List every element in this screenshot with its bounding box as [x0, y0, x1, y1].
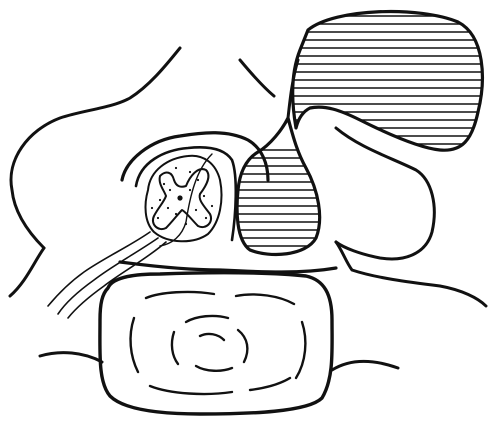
inner-arc-5	[200, 334, 224, 340]
trabecular-arc-1	[146, 292, 214, 298]
trabecular-arc-3	[131, 318, 138, 372]
pedicle-cyst-outline	[237, 118, 320, 254]
nerve-sheath	[160, 154, 212, 246]
trabecular-arc-5	[150, 386, 232, 394]
left-lobe-contour	[10, 248, 44, 296]
nerve-fiber-1	[48, 232, 150, 306]
trabecular-arc-6	[250, 378, 290, 390]
right-lobe-contour	[336, 128, 434, 259]
inner-arc-3	[238, 330, 247, 362]
dorsal-cyst	[288, 12, 488, 151]
central-canal	[177, 195, 182, 200]
dorsal-cyst-hatching	[288, 16, 488, 144]
trabecular-arc-4	[296, 322, 305, 378]
canal-floor	[120, 262, 336, 272]
upper-left-contour	[11, 48, 180, 248]
inner-arc-2	[172, 332, 178, 364]
upper-center-contour	[240, 60, 274, 96]
lower-right-contour	[332, 361, 398, 370]
trabecular-arc-2	[236, 294, 294, 304]
vertebral-body	[100, 273, 332, 414]
nerve-root	[48, 154, 212, 318]
spinal-canal	[120, 133, 336, 272]
inner-arc-4	[196, 366, 232, 371]
inner-arc-1	[186, 316, 228, 322]
lower-left-contour	[40, 353, 102, 362]
